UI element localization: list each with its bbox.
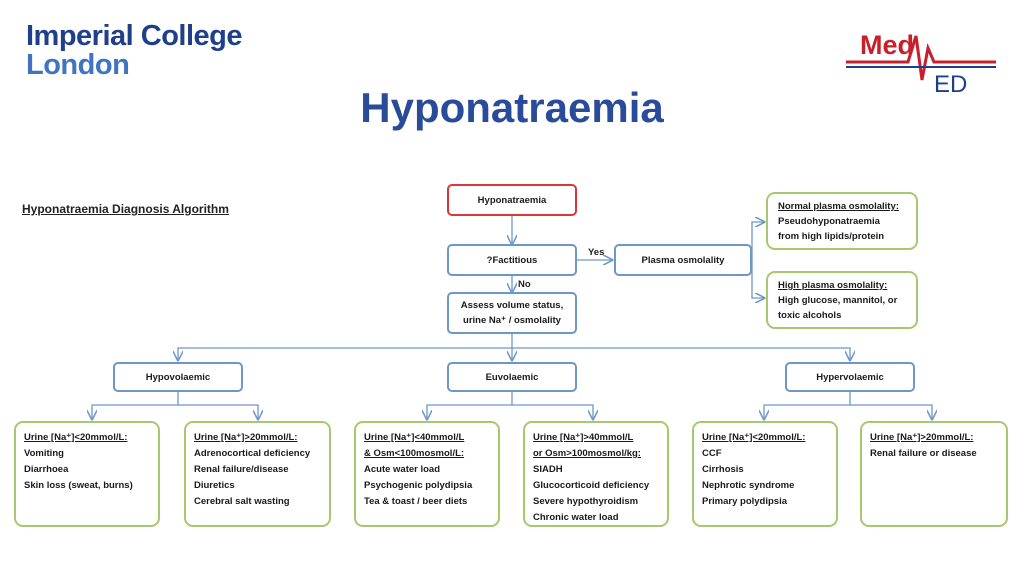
box-item: from high lipids/protein: [778, 231, 885, 242]
slide-title: Hyponatraemia: [360, 84, 664, 131]
box-item: Diuretics: [194, 480, 235, 491]
edge-label-yes: Yes: [588, 247, 605, 258]
node-factitious: ?Factitious: [447, 244, 577, 276]
edge-eu-2: [512, 404, 593, 419]
box-item: CCF: [702, 448, 722, 459]
outcome-euvol-low-urine-na: Urine [Na⁺]<40mmol/L & Osm<100mosmol/L: …: [354, 421, 500, 527]
institution-logo-text: Imperial College London: [26, 20, 243, 81]
logo-pulse-line: [846, 35, 996, 81]
algorithm-title: Hyponatraemia Diagnosis Algorithm: [22, 202, 229, 216]
box-item: Chronic water load: [533, 512, 619, 523]
outcome-hypo-high-urine-na: Urine [Na⁺]>20mmol/L: Adrenocortical def…: [184, 421, 331, 527]
box-normal-plasma-osmolality: Normal plasma osmolality: Pseudohyponatr…: [766, 192, 918, 250]
box-item: Glucocorticoid deficiency: [533, 480, 650, 491]
box-heading: Normal plasma osmolality:: [778, 201, 899, 212]
box-item: Acute water load: [364, 464, 441, 475]
edge-assess-hypervol: [512, 347, 850, 360]
edge-hyper-2: [850, 404, 932, 419]
box-item: Cirrhosis: [702, 464, 744, 475]
node-hyponatraemia: Hyponatraemia: [447, 184, 577, 216]
meded-logo: Med ED: [846, 30, 996, 98]
edge-hypo-1: [92, 392, 179, 419]
node-factitious-label: ?Factitious: [486, 254, 538, 266]
outcome-hyper-low-urine-na: Urine [Na⁺]<20mmol/L: CCF Cirrhosis Neph…: [692, 421, 838, 527]
box-item: toxic alcohols: [778, 310, 842, 321]
node-hypervolaemic: Hypervolaemic: [785, 362, 915, 392]
node-assess-line-1: Assess volume status,: [460, 300, 564, 311]
box-heading: & Osm<100mosmol/L:: [364, 448, 465, 459]
edge-high-osm: [751, 260, 764, 298]
node-plasma-osmolality-label: Plasma osmolality: [641, 254, 725, 266]
node-hypovolaemic: Hypovolaemic: [113, 362, 243, 392]
box-heading: Urine [Na⁺]<40mmol/L: [364, 432, 465, 443]
box-item: Pseudohyponatraemia: [778, 216, 880, 227]
box-item: Cerebral salt wasting: [194, 496, 290, 507]
logo-text-1: Med: [860, 30, 914, 60]
box-item: Psychogenic polydipsia: [364, 480, 473, 491]
box-item: Skin loss (sweat, burns): [24, 480, 133, 491]
outcome-hypo-low-urine-na: Urine [Na⁺]<20mmol/L: Vomiting Diarrhoea…: [14, 421, 160, 527]
box-heading: Urine [Na⁺]<20mmol/L:: [24, 432, 128, 443]
box-item: Severe hypothyroidism: [533, 496, 639, 507]
box-heading: Urine [Na⁺]>20mmol/L:: [194, 432, 298, 443]
box-heading: Urine [Na⁺]>20mmol/L:: [870, 432, 974, 443]
box-heading: or Osm>100mosmol/kg:: [533, 448, 641, 459]
edge-hyper-1: [764, 392, 851, 419]
edge-label-no: No: [518, 279, 531, 290]
box-item: Renal failure/disease: [194, 464, 289, 475]
box-item: SIADH: [533, 464, 563, 475]
box-item: Vomiting: [24, 448, 64, 459]
box-item: Nephrotic syndrome: [702, 480, 795, 491]
box-item: Diarrhoea: [24, 464, 69, 475]
node-assess-line-2: urine Na⁺ / osmolality: [463, 315, 561, 326]
box-heading: High plasma osmolality:: [778, 280, 888, 291]
edge-hypo-2: [178, 404, 258, 419]
node-plasma-osmolality: Plasma osmolality: [614, 244, 752, 276]
node-hypovolaemic-label: Hypovolaemic: [145, 371, 211, 383]
box-item: Primary polydipsia: [702, 496, 788, 507]
box-item: Renal failure or disease: [870, 448, 977, 459]
edge-normal-osm: [751, 222, 764, 260]
logo-text-2: ED: [934, 71, 967, 98]
box-heading: Urine [Na⁺]>40mmol/L: [533, 432, 634, 443]
outcome-euvol-high-urine-na: Urine [Na⁺]>40mmol/L or Osm>100mosmol/kg…: [523, 421, 669, 527]
node-euvolaemic: Euvolaemic: [447, 362, 577, 392]
node-assess-volume: Assess volume status, urine Na⁺ / osmola…: [447, 292, 577, 334]
node-hypervolaemic-label: Hypervolaemic: [816, 371, 884, 383]
outcome-hyper-high-urine-na: Urine [Na⁺]>20mmol/L: Renal failure or d…: [860, 421, 1008, 527]
node-hyponatraemia-label: Hyponatraemia: [477, 194, 547, 206]
brand-line-2: London: [26, 49, 130, 81]
box-item: Adrenocortical deficiency: [194, 448, 311, 459]
brand-line-1: Imperial College: [26, 20, 243, 52]
box-high-plasma-osmolality: High plasma osmolality: High glucose, ma…: [766, 271, 918, 329]
edge-assess-hypovol: [178, 347, 512, 360]
node-euvolaemic-label: Euvolaemic: [485, 371, 539, 383]
box-item: Tea & toast / beer diets: [364, 496, 468, 507]
box-item: High glucose, mannitol, or: [778, 295, 898, 306]
edge-eu-1: [427, 392, 513, 419]
box-heading: Urine [Na⁺]<20mmol/L:: [702, 432, 806, 443]
